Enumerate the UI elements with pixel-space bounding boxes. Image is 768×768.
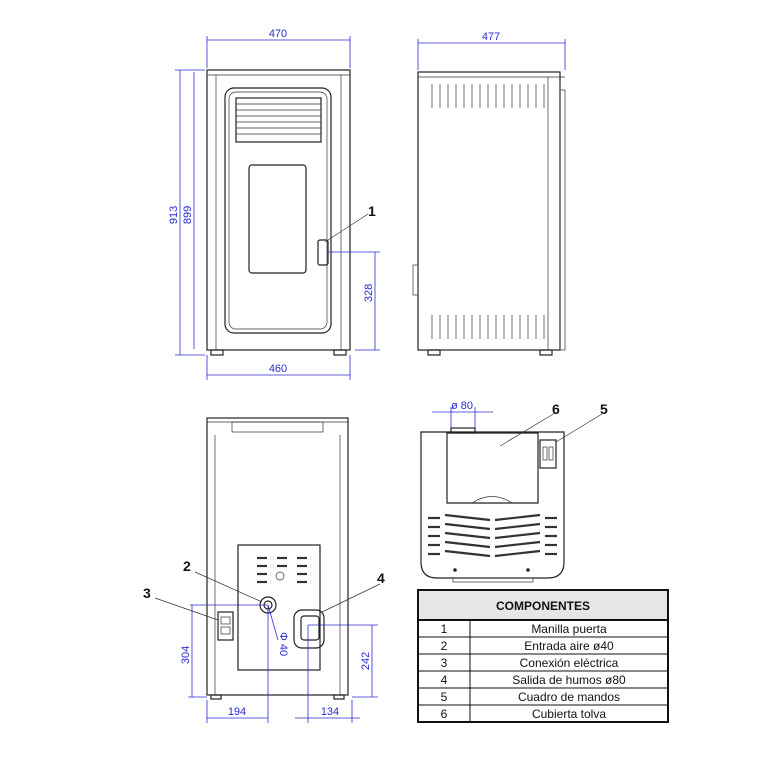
components-table: COMPONENTES 1 Manilla puerta 2 Entrada a… bbox=[417, 589, 669, 723]
row-num: 4 bbox=[441, 673, 448, 687]
dim-flue-height: 242 bbox=[360, 652, 372, 670]
dim-air-inlet-diameter: Φ 40 bbox=[277, 632, 289, 656]
dim-flue-offset: 134 bbox=[321, 706, 339, 718]
row-name: Manilla puerta bbox=[531, 622, 607, 636]
callout-4: 4 bbox=[377, 570, 385, 586]
foot bbox=[210, 349, 224, 356]
power-socket bbox=[217, 611, 234, 641]
door bbox=[224, 87, 332, 334]
rear-panel bbox=[237, 544, 321, 671]
row-num: 5 bbox=[441, 690, 448, 704]
dim-air-inlet-offset: 194 bbox=[228, 706, 246, 718]
dim-air-inlet-height: 304 bbox=[180, 646, 192, 664]
row-num: 1 bbox=[441, 622, 448, 636]
callout-3: 3 bbox=[143, 585, 151, 601]
flue-outlet bbox=[293, 609, 325, 649]
callout-1: 1 bbox=[368, 203, 376, 219]
dim-front-width-bottom: 460 bbox=[269, 363, 287, 375]
side-view: 477 bbox=[412, 31, 566, 356]
table-row: 5 Cuadro de mandos bbox=[441, 690, 620, 704]
callout-6: 6 bbox=[552, 401, 560, 417]
top-view: ø 80 6 5 bbox=[420, 400, 608, 583]
table-row: 3 Conexión eléctrica bbox=[441, 656, 619, 670]
row-name: Entrada aire ø40 bbox=[524, 639, 614, 653]
door-handle bbox=[317, 239, 329, 266]
dim-total-height: 913 bbox=[168, 206, 180, 224]
dim-body-height: 899 bbox=[182, 206, 194, 224]
table-row: 6 Cubierta tolva bbox=[441, 707, 607, 721]
table-row: 4 Salida de humos ø80 bbox=[441, 673, 626, 687]
front-view: 470 913 899 460 328 1 bbox=[168, 28, 380, 380]
foot bbox=[333, 349, 347, 356]
grille bbox=[235, 97, 322, 143]
callout-2: 2 bbox=[183, 558, 191, 574]
control-panel bbox=[539, 439, 557, 469]
row-num: 2 bbox=[441, 639, 448, 653]
dim-front-width-top: 470 bbox=[269, 28, 287, 40]
glass-window bbox=[248, 164, 307, 274]
row-name: Salida de humos ø80 bbox=[512, 673, 626, 687]
callout-5: 5 bbox=[600, 401, 608, 417]
row-name: Cuadro de mandos bbox=[518, 690, 620, 704]
table-title: COMPONENTES bbox=[496, 599, 590, 613]
dim-flue-diameter: ø 80 bbox=[451, 400, 473, 412]
row-num: 6 bbox=[441, 707, 448, 721]
table-row: 2 Entrada aire ø40 bbox=[441, 639, 614, 653]
row-num: 3 bbox=[441, 656, 448, 670]
row-name: Cubierta tolva bbox=[532, 707, 606, 721]
dim-handle-height: 328 bbox=[363, 284, 375, 302]
row-name: Conexión eléctrica bbox=[520, 656, 619, 670]
table-row: 1 Manilla puerta bbox=[441, 622, 607, 636]
dim-depth: 477 bbox=[482, 31, 500, 43]
back-view: 304 194 Φ 40 134 242 2 3 4 bbox=[143, 417, 385, 723]
